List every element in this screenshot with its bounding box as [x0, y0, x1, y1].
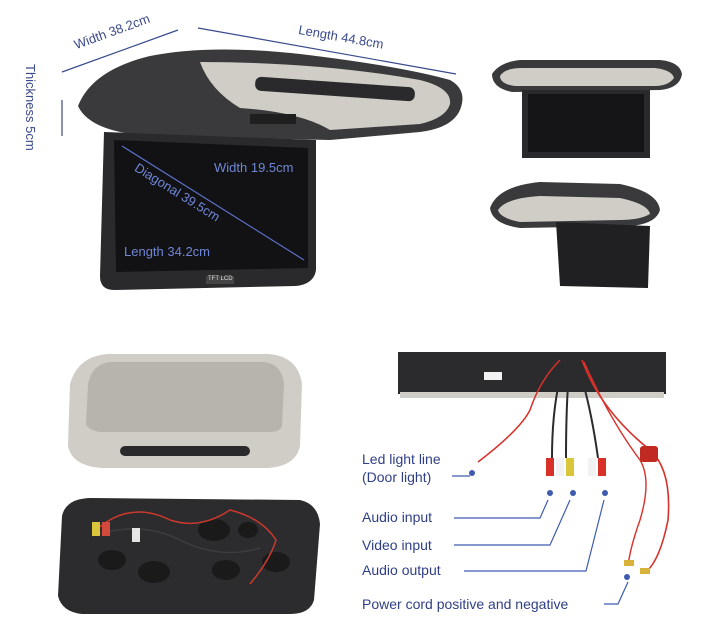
leader-power	[604, 581, 629, 605]
label-audio-output: Audio output	[362, 562, 441, 578]
dot-video-input	[570, 490, 576, 496]
thickness-label: Thickness 5cm	[23, 64, 38, 151]
main-monitor-unit	[78, 49, 463, 290]
label-door-light: (Door light)	[362, 469, 432, 485]
dot-audio-output	[602, 490, 608, 496]
width-dimension-line	[61, 29, 179, 73]
leader-video-input	[454, 499, 571, 546]
back-panel-view	[58, 498, 320, 614]
dot-audio-input	[547, 490, 553, 496]
screen-length-label: Length 34.2cm	[124, 244, 211, 259]
dot-led	[469, 470, 475, 476]
closed-lid-view	[68, 354, 302, 468]
length-dimension-line	[197, 27, 457, 75]
leader-audio-output	[464, 499, 605, 572]
leader-audio-input	[454, 499, 549, 519]
thumbnail-front-view	[492, 60, 682, 158]
dot-power	[624, 574, 630, 580]
brand-badge: TFT LCD	[208, 276, 233, 282]
screen-width-label: Width 19.5cm	[214, 160, 294, 175]
label-led-light-line: Led light line	[362, 451, 441, 467]
thumbnail-side-view	[490, 182, 660, 288]
wiring-view	[398, 352, 670, 574]
label-audio-input: Audio input	[362, 509, 433, 525]
label-video-input: Video input	[362, 537, 432, 553]
label-power-cord: Power cord positive and negative	[362, 596, 569, 612]
